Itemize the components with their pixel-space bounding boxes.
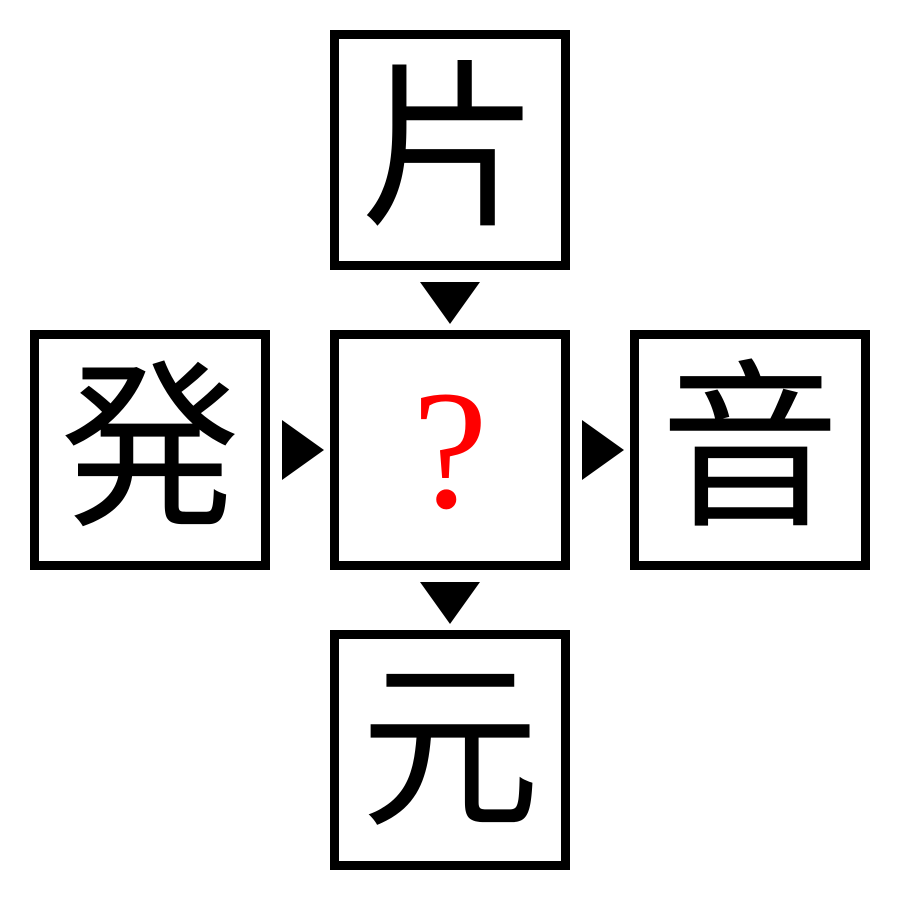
arrow-down-icon <box>420 282 480 324</box>
kanji-bottom: 元 <box>359 645 540 854</box>
question-mark: ? <box>412 356 488 544</box>
arrow-right-icon <box>282 420 324 480</box>
answer-tile[interactable]: ? <box>330 330 570 570</box>
arrow-right-icon <box>582 420 624 480</box>
kanji-top: 片 <box>359 45 540 254</box>
arrow-down-icon <box>420 582 480 624</box>
kanji-left: 発 <box>59 345 240 554</box>
tile-left: 発 <box>30 330 270 570</box>
tile-right: 音 <box>630 330 870 570</box>
tile-top: 片 <box>330 30 570 270</box>
tile-bottom: 元 <box>330 630 570 870</box>
kanji-right: 音 <box>659 345 840 554</box>
